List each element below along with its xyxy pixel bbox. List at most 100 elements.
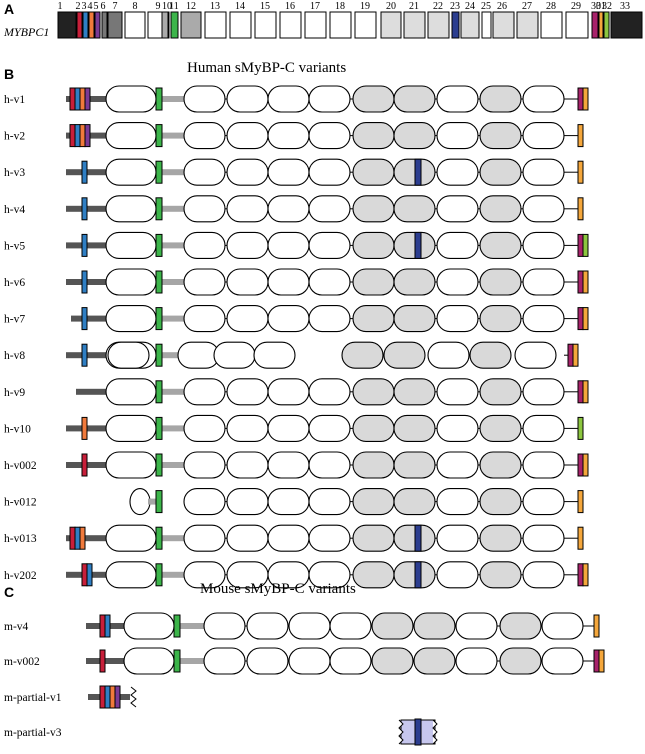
domain-ig-7	[479, 231, 522, 259]
domain-ig-4	[352, 195, 395, 223]
domain-ig-2	[267, 85, 310, 113]
m-motif-linker	[156, 169, 185, 176]
domain-ig-6	[455, 647, 498, 675]
variant-label: h-v8	[4, 350, 25, 362]
domain-ig-7	[499, 647, 542, 675]
human-variant-row: h-v202	[4, 561, 589, 589]
exon-number-14: 14	[235, 1, 245, 12]
domain-ig-2	[267, 414, 310, 442]
c-terminal-exons-magenta	[577, 270, 584, 294]
domain-ig-0	[183, 122, 226, 150]
n-terminal-linker	[76, 388, 106, 395]
n-terminal-exons-orange	[81, 416, 88, 440]
domain-c1	[105, 268, 157, 296]
domain-ig-8	[522, 305, 565, 333]
variant-label: m-v4	[4, 621, 29, 633]
m-motif-linker	[156, 205, 185, 212]
domain-ig-6	[455, 612, 498, 640]
domain-ig-0	[183, 378, 226, 406]
domain-ig-7	[499, 612, 542, 640]
exon-number-2: 2	[76, 1, 81, 12]
c-terminal-exons-magenta	[577, 380, 584, 404]
c-terminal-exons	[577, 307, 589, 331]
domain-ig-8	[522, 524, 565, 552]
domain-ig-4	[371, 647, 414, 675]
n-terminal-exons-orange	[109, 685, 116, 709]
exon-31	[598, 11, 604, 39]
exon-6	[101, 11, 108, 39]
domain-ig-0	[183, 268, 226, 296]
domain-c1	[105, 195, 157, 223]
domain-ig-5	[393, 122, 436, 150]
domain-ig-5	[383, 341, 426, 369]
domain-ig-6	[436, 231, 479, 259]
n-terminal-exons	[81, 416, 88, 440]
domain-ig-1	[177, 341, 220, 369]
c-terminal-exons-amber	[577, 490, 584, 514]
domain-c1	[123, 612, 175, 640]
exon-19	[354, 11, 377, 39]
mouse-variant-row: m-v4	[4, 612, 600, 640]
domain-ig-1	[246, 647, 289, 675]
exon-3	[82, 11, 89, 39]
truncation-mark	[130, 686, 137, 708]
domain-ig-5	[393, 305, 436, 333]
domain-ig-7	[479, 488, 522, 516]
domain-ig-5	[393, 414, 436, 442]
domain-ig-2	[267, 378, 310, 406]
domain-ig-2	[288, 612, 331, 640]
c-terminal-exons-lime	[582, 233, 589, 257]
proline-linker	[148, 498, 160, 505]
m-motif-linker	[156, 242, 185, 249]
human-variant-row: h-v013	[4, 524, 584, 552]
exon-number-9: 9	[156, 1, 161, 12]
domain-ig-2	[267, 231, 310, 259]
n-terminal-exons-blue	[81, 270, 88, 294]
domain-ig-3	[308, 414, 351, 442]
domain-ig-4	[352, 231, 395, 259]
n-terminal-exons-red	[99, 649, 106, 673]
c-terminal-exons	[593, 649, 605, 673]
m-motif-linker	[156, 315, 185, 322]
exon-16	[279, 11, 302, 39]
c-terminal-exons	[577, 160, 584, 184]
exon-number-8: 8	[133, 1, 138, 12]
c-terminal-exons-amber	[582, 87, 589, 111]
n-terminal-exons-purple	[84, 124, 91, 148]
mouse-variant-row: m-partial-v3	[4, 718, 438, 746]
human-variant-row: h-v7	[4, 305, 589, 333]
domain-ig-6	[436, 158, 479, 186]
n-terminal-exons-red	[69, 87, 76, 111]
domain-ig-4	[352, 268, 395, 296]
domain-ig-4	[352, 451, 395, 479]
c-terminal-exons-amber	[598, 649, 605, 673]
domain-ig-1	[246, 612, 289, 640]
n-terminal-exons-blue	[81, 307, 88, 331]
domain-ig-6	[436, 85, 479, 113]
domain-ig-7	[479, 305, 522, 333]
n-terminal-exons	[81, 563, 93, 587]
domain-c1	[105, 378, 157, 406]
exon-13	[204, 11, 227, 39]
m-motif-linker	[156, 388, 185, 395]
c-terminal-exons	[593, 614, 600, 638]
domain-ig-3	[308, 488, 351, 516]
domain-ig-7	[479, 158, 522, 186]
domain-ig-0	[183, 414, 226, 442]
exon-number-20: 20	[386, 1, 396, 12]
domain-ig-8	[522, 488, 565, 516]
domain-ig-4	[341, 341, 384, 369]
m-motif-exon	[173, 614, 181, 638]
domain-ig-6	[436, 414, 479, 442]
exon-number-15: 15	[260, 1, 270, 12]
domain-ig-8	[522, 561, 565, 589]
variant-label: h-v2	[4, 131, 25, 143]
n-terminal-exons-blue	[74, 124, 81, 148]
c-terminal-exons	[577, 526, 584, 550]
exon-number-12: 12	[186, 1, 196, 12]
exon-12	[180, 11, 202, 39]
n-terminal-exons	[99, 649, 106, 673]
domain-ig-6	[436, 268, 479, 296]
domain-ig-1	[226, 451, 269, 479]
